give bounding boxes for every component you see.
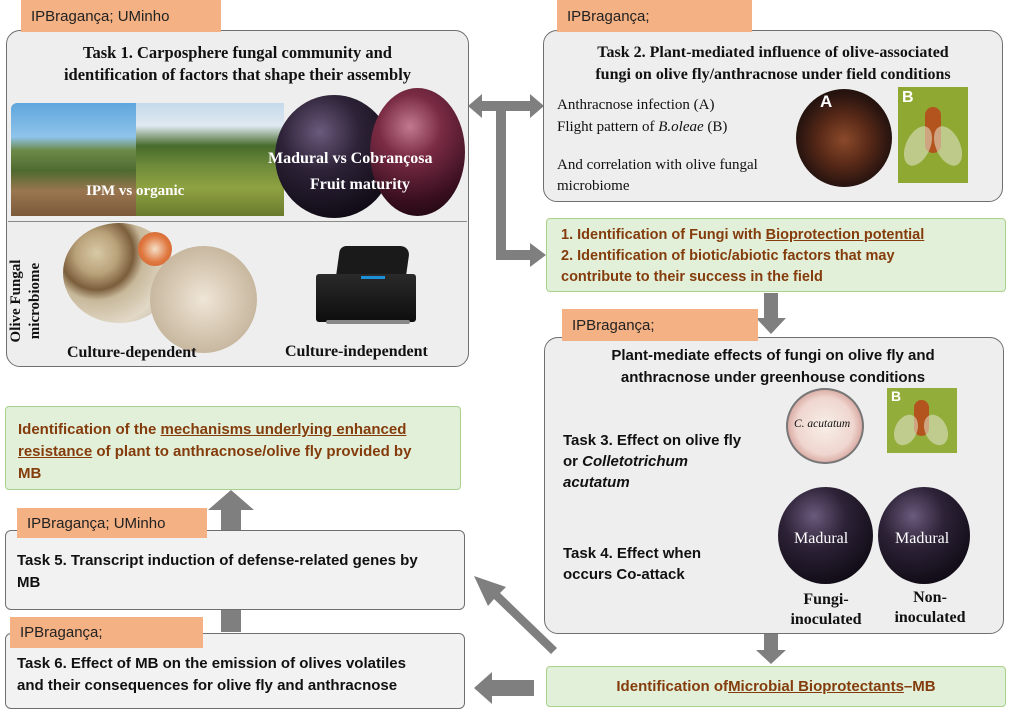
- outcome-bioprotection-box: 1. Identification of Fungi with Bioprote…: [546, 218, 1006, 292]
- olive-fungi-inoculated: [778, 487, 873, 584]
- olive-orchard-photo-1: [11, 103, 136, 216]
- olive-madural-left-label: Madural: [794, 530, 849, 547]
- photo-a-label: A: [820, 92, 833, 111]
- fruit-maturity-label: Fruit maturity: [310, 176, 410, 193]
- task2-item-anthracnose: Anthracnose infection (A): [557, 97, 715, 113]
- non-inoculated-label: Non- inoculated: [894, 589, 966, 626]
- olive-fly-photo-greenhouse: [887, 388, 957, 453]
- fly-b-label: B: [891, 388, 902, 404]
- culture-independent-label: Culture-independent: [285, 343, 428, 360]
- fungi-inoculated-label: Fungi- inoculated: [790, 591, 862, 628]
- task2-tag: IPBragança;: [557, 0, 752, 32]
- task2-item-flight-pattern: Flight pattern of B.oleae (B): [557, 119, 728, 135]
- task3-label: Task 3. Effect on olive fly or Colletotr…: [563, 432, 742, 491]
- olive-fly-photo: [898, 87, 968, 183]
- madural-vs-cobrancosa-label: Madural vs Cobrançosa: [268, 150, 433, 167]
- greenhouse-tag: IPBragança;: [562, 309, 758, 341]
- task2-title: Task 2. Plant-mediated influence of oliv…: [595, 44, 951, 83]
- task6-tag: IPBragança;: [10, 617, 203, 648]
- petri-dish-culture-2: [150, 246, 257, 353]
- task5-box: [5, 530, 465, 610]
- olive-fungal-microbiome-label: Olive Fungal microbiome: [8, 259, 43, 343]
- olive-orchard-photo-2: [136, 103, 284, 216]
- task5-label: Task 5. Transcript induction of defense-…: [17, 552, 418, 591]
- ipm-label: IPM vs organic: [86, 183, 185, 199]
- sequencer-machine-icon: [316, 246, 421, 324]
- task1-divider: [8, 221, 467, 222]
- culture-dependent-label: Culture-dependent: [67, 344, 197, 361]
- greenhouse-title: Plant-mediate effects of fungi on olive …: [611, 347, 935, 386]
- greenhouse-box: [544, 337, 1004, 634]
- olive-madural-right-label: Madural: [895, 530, 950, 547]
- task1-tag: IPBragança; UMinho: [21, 0, 221, 32]
- mechanisms-outcome-box: Identification of the mechanisms underly…: [5, 406, 461, 490]
- task2-item-correlation: And correlation with olive fungal microb…: [557, 157, 758, 194]
- task5-tag: IPBragança; UMinho: [17, 508, 207, 538]
- microbial-bioprotectants-box: Identification of Microbial Bioprotectan…: [546, 666, 1006, 707]
- task4-label: Task 4. Effect when occurs Co-attack: [563, 545, 702, 583]
- photo-b-label: B: [902, 89, 914, 106]
- olive-non-inoculated: [878, 487, 970, 584]
- olive-cobrancosa-photo: [370, 88, 465, 216]
- anthracnose-olive-photo: [796, 89, 892, 187]
- c-acutatum-label: C. acutatum: [794, 418, 851, 430]
- task1-title: Task 1. Carposphere fungal community and…: [63, 43, 412, 84]
- colletotrichum-culture-photo: [786, 388, 864, 464]
- task6-label: Task 6. Effect of MB on the emission of …: [17, 655, 406, 694]
